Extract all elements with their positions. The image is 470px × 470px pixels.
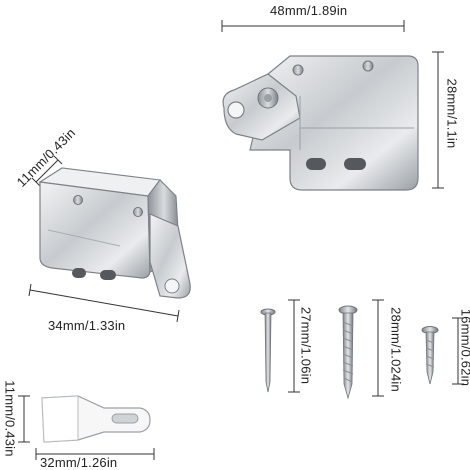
strike-height-label: 11mm/0.43in bbox=[2, 380, 18, 457]
screw3-length-label: 16mm/0.62in bbox=[458, 308, 470, 387]
mid-width-label: 34mm/1.33in bbox=[48, 318, 126, 333]
strike-width-label: 32mm/1.26in bbox=[40, 455, 118, 470]
strike-plate bbox=[41, 395, 151, 443]
screw1-length-label: 27mm/1.06in bbox=[298, 306, 314, 385]
screw-thread-27 bbox=[288, 299, 300, 393]
screw-thread-16 bbox=[452, 317, 464, 385]
strike-height-dimension bbox=[18, 395, 30, 443]
screw-wood-long bbox=[338, 305, 358, 400]
latch-angled-view bbox=[28, 155, 191, 323]
top-height-dimension bbox=[432, 51, 444, 189]
top-width-dimension bbox=[221, 20, 405, 32]
screw-wood-short bbox=[421, 326, 439, 385]
mid-depth-dimension bbox=[31, 155, 63, 187]
screw2-length-label: 28mm/1.024in bbox=[388, 307, 404, 392]
screw-thread-28 bbox=[372, 299, 384, 397]
mid-width-dimension bbox=[28, 283, 180, 323]
top-height-label: 28mm/1.1in bbox=[444, 78, 460, 149]
latch-side-view bbox=[221, 20, 444, 191]
top-width-label: 48mm/1.89in bbox=[270, 3, 348, 18]
screw-long-nail bbox=[260, 308, 276, 393]
strike-width-dimension bbox=[35, 448, 155, 460]
